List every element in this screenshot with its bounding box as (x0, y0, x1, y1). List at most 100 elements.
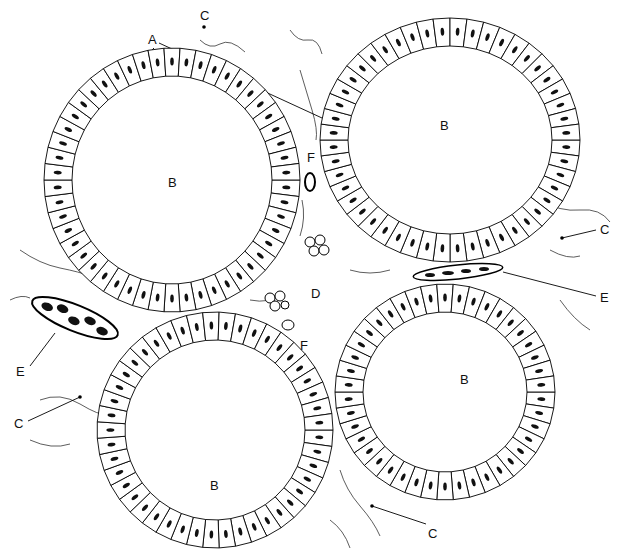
cell-nucleus (224, 280, 231, 289)
cell-nucleus (271, 227, 280, 234)
thyroid-follicle (97, 312, 333, 548)
cell-nucleus (238, 324, 243, 333)
cell-nucleus (110, 398, 119, 404)
blood-vessel (27, 289, 122, 348)
cell-nucleus (331, 159, 340, 164)
cell-nucleus (523, 217, 531, 225)
cell-nucleus (531, 423, 540, 429)
cell-nucleus (64, 227, 73, 234)
cell-nucleus (365, 447, 373, 455)
follicular-cell (178, 282, 196, 312)
cell-nucleus (64, 126, 73, 133)
cell-nucleus (507, 457, 515, 465)
cell-nucleus (295, 365, 304, 373)
cell-nucleus (470, 242, 475, 251)
follicular-cell (551, 124, 580, 140)
follicles (44, 18, 580, 548)
cell-nucleus (113, 280, 120, 289)
cell-nucleus (330, 145, 338, 149)
cell-nucleus (395, 233, 402, 242)
leader-line (28, 397, 80, 421)
callout-letter: A (148, 32, 157, 47)
cell-nucleus (313, 449, 322, 454)
cell-nucleus (550, 185, 559, 192)
cell-nucleus (55, 200, 64, 205)
cell-nucleus (155, 58, 160, 66)
callout-letter: B (460, 372, 469, 387)
cell-nucleus (295, 488, 304, 496)
callout-letter: B (210, 478, 219, 493)
cell-nucleus (543, 76, 552, 83)
cell-nucleus (484, 473, 491, 482)
cell-nucleus (365, 329, 373, 337)
cell-nucleus (107, 413, 115, 418)
leader-line (159, 43, 322, 118)
cell-nucleus (141, 348, 149, 356)
cell-nucleus (79, 252, 87, 260)
cell (319, 245, 329, 255)
cell-nucleus (535, 410, 544, 415)
cell-nucleus (443, 293, 447, 301)
cell-nucleus (122, 482, 131, 489)
cell-nucleus (180, 525, 186, 534)
cell-nucleus (194, 529, 199, 538)
cell (281, 301, 289, 309)
cell-nucleus (131, 493, 139, 501)
cell-nucleus (309, 463, 318, 469)
cell-nucleus (562, 131, 570, 135)
vessel-nucleus (40, 301, 54, 313)
vessel-nucleus (83, 315, 97, 327)
vessel-nucleus (479, 267, 489, 271)
cell-nucleus (315, 435, 323, 439)
follicular-cell (271, 163, 300, 180)
cell-nucleus (335, 172, 344, 178)
cell-nucleus (381, 45, 388, 54)
callout-letter: B (440, 118, 449, 133)
cell-nucleus (511, 45, 518, 54)
follicular-cell (437, 284, 453, 312)
cell-nucleus (535, 368, 544, 373)
fiber (560, 300, 590, 330)
blood-vessel (413, 260, 504, 283)
cell-nucleus (457, 481, 462, 489)
cell-nucleus (71, 113, 80, 120)
callout-letter: C (14, 416, 23, 431)
cell-nucleus (335, 102, 344, 108)
cell-nucleus (303, 476, 312, 483)
cell-nucleus (556, 102, 565, 108)
cell-nucleus (341, 89, 350, 96)
cell-nucleus (54, 171, 62, 175)
cell-nucleus (523, 54, 531, 62)
callout-letter: E (600, 290, 609, 305)
cell-nucleus (184, 293, 189, 301)
cell-nucleus (101, 272, 109, 281)
cell-nucleus (425, 242, 430, 251)
fiber (30, 440, 70, 446)
follicular-cell (97, 436, 127, 454)
follicular-cell (203, 312, 219, 340)
follicular-cell (304, 414, 333, 430)
callout-letter: C (428, 526, 437, 541)
fiber (10, 296, 30, 300)
cell-nucleus (533, 208, 541, 216)
leader-lines (28, 43, 596, 524)
cell-nucleus (141, 504, 149, 512)
follicular-cell (164, 284, 180, 312)
fiber (40, 397, 106, 414)
cell-nucleus (456, 244, 460, 252)
cell-nucleus (282, 185, 290, 189)
cell-nucleus (485, 33, 491, 42)
cell (309, 246, 319, 256)
cell-nucleus (375, 319, 383, 327)
cell-nucleus (400, 302, 407, 311)
fiber (300, 70, 317, 140)
cell-nucleus (410, 33, 416, 42)
fiber (330, 520, 350, 548)
leader-dot (78, 395, 82, 399)
callout-letter: C (600, 222, 609, 237)
leader-line (562, 230, 596, 238)
cell-nucleus (127, 286, 133, 295)
cell-nucleus (101, 80, 109, 89)
cell-nucleus (347, 410, 356, 415)
vessel-nucleus (461, 269, 471, 273)
